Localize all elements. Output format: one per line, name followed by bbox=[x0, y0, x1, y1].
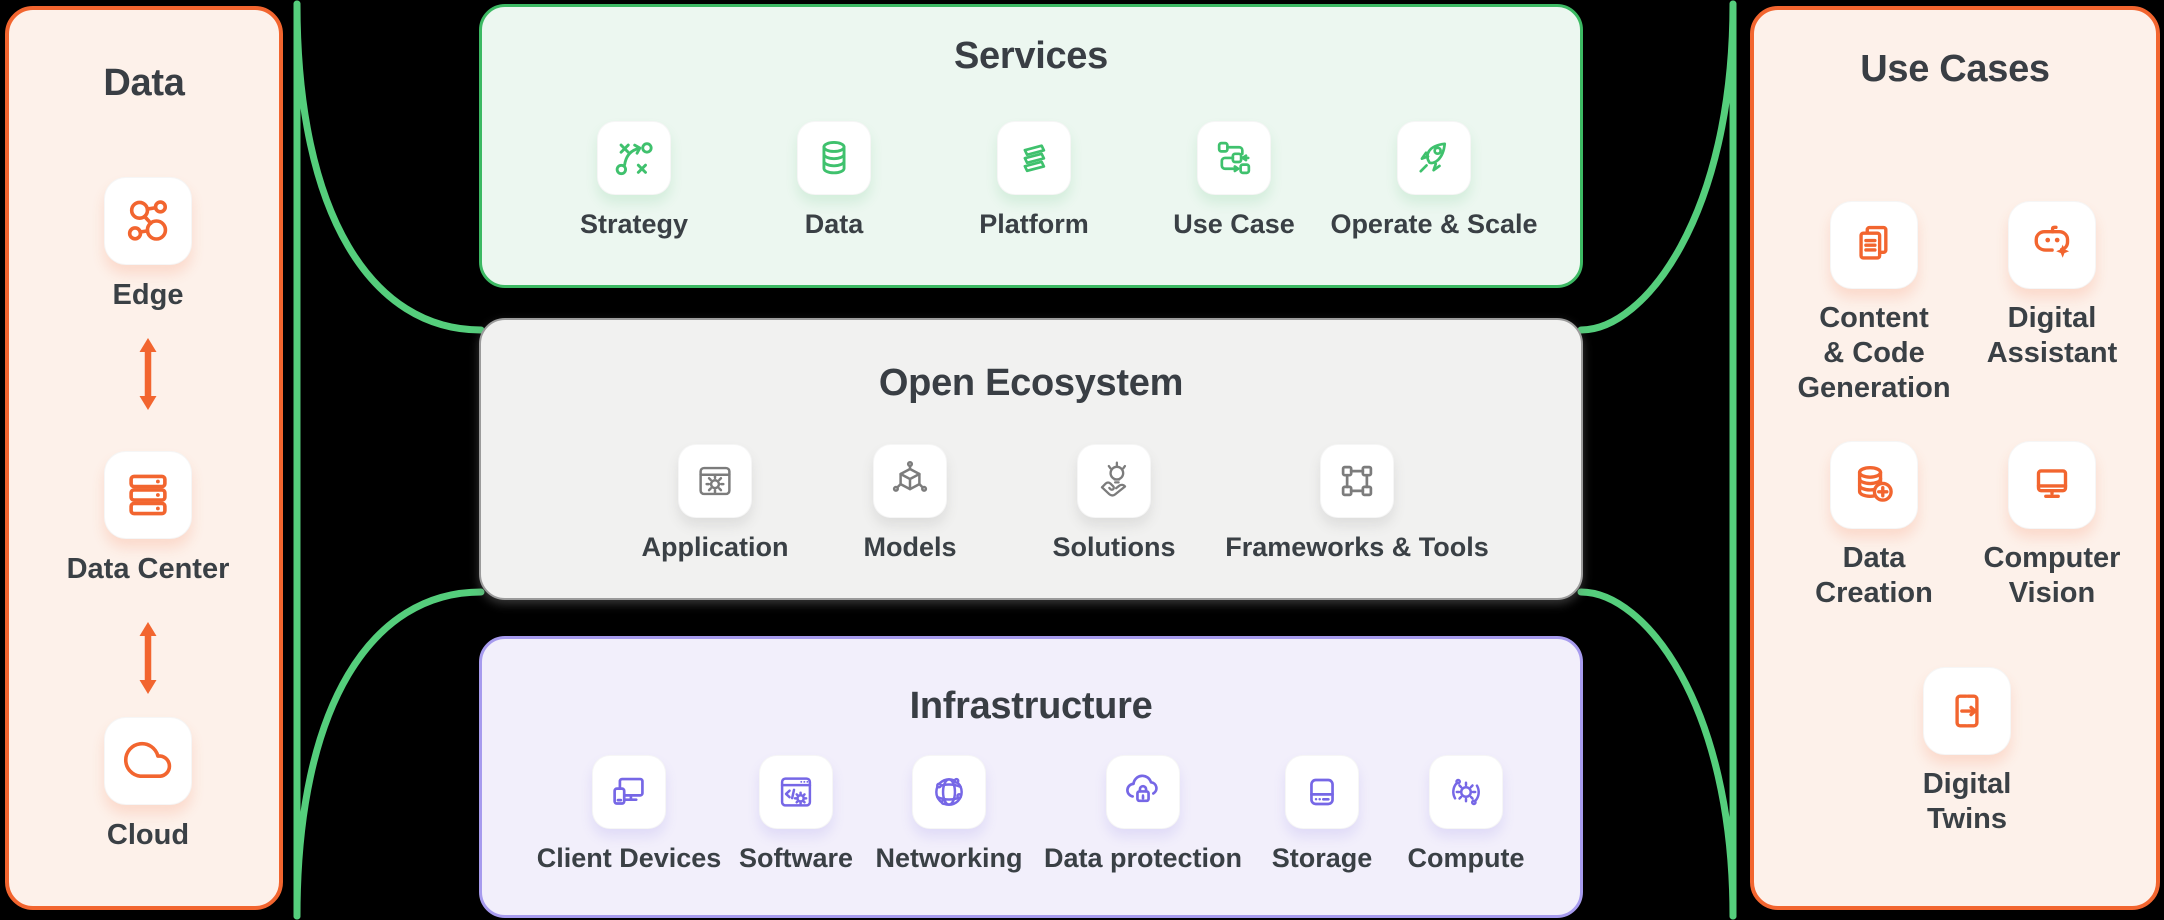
data-item-label: Cloud bbox=[106, 819, 190, 851]
left-top-curve bbox=[293, 0, 485, 334]
services-item-strategy: Strategy bbox=[524, 121, 744, 240]
infrastructure-item-client-devices: Client Devices bbox=[529, 755, 729, 874]
infrastructure-item-compute: Compute bbox=[1366, 755, 1566, 874]
cube-nodes-icon bbox=[873, 444, 947, 518]
data-item-edge: Edge bbox=[43, 177, 253, 312]
use-cases-panel-title: Use Cases bbox=[1860, 48, 2050, 90]
use-case-content-code-generation: Content & Code Generation bbox=[1786, 201, 1962, 406]
right-top-curve bbox=[1577, 0, 1737, 334]
use-case-label: Content & Code Generation bbox=[1797, 302, 1951, 404]
code-window-gear-icon bbox=[759, 755, 833, 829]
use-case-label: Digital Assistant bbox=[1986, 302, 2118, 369]
database-icon bbox=[797, 121, 871, 195]
ecosystem-item-label: Frameworks & Tools bbox=[1225, 532, 1489, 562]
data-item-data-center: Data Center bbox=[43, 451, 253, 586]
ecosystem-item-application: Application bbox=[595, 444, 835, 563]
up-down-arrow-icon bbox=[139, 338, 157, 410]
infrastructure-item-label: Networking bbox=[875, 843, 1023, 873]
services-panel-title: Services bbox=[954, 35, 1108, 77]
use-case-digital-twins: Digital Twins bbox=[1879, 667, 2055, 837]
ecosystem-item-label: Application bbox=[641, 532, 789, 562]
use-case-label: Computer Vision bbox=[1983, 542, 2121, 609]
layers-icon bbox=[997, 121, 1071, 195]
services-item-platform: Platform bbox=[924, 121, 1144, 240]
infrastructure-item-label: Client Devices bbox=[536, 843, 722, 873]
right-bottom-curve bbox=[1577, 588, 1737, 920]
services-item-label: Operate & Scale bbox=[1330, 209, 1538, 239]
up-down-arrow-icon bbox=[139, 622, 157, 694]
use-case-label: Data Creation bbox=[1815, 542, 1933, 609]
infrastructure-panel-title: Infrastructure bbox=[909, 685, 1153, 727]
database-plus-icon bbox=[1830, 441, 1918, 529]
data-item-cloud: Cloud bbox=[43, 717, 253, 852]
infrastructure-item-label: Compute bbox=[1407, 843, 1525, 873]
rocket-icon bbox=[1397, 121, 1471, 195]
left-bottom-curve bbox=[293, 588, 485, 920]
ecosystem-item-frameworks-tools: Frameworks & Tools bbox=[1187, 444, 1527, 563]
ecosystem-item-solutions: Solutions bbox=[994, 444, 1234, 563]
server-stack-icon bbox=[104, 451, 192, 539]
app-window-gear-icon bbox=[678, 444, 752, 518]
infrastructure-item-data-protection: Data protection bbox=[1043, 755, 1243, 874]
infrastructure-item-storage: Storage bbox=[1222, 755, 1422, 874]
infrastructure-item-label: Software bbox=[738, 843, 854, 873]
gear-orbit-icon bbox=[1429, 755, 1503, 829]
data-panel: Data Edge bbox=[5, 6, 283, 910]
edge-network-icon bbox=[104, 177, 192, 265]
services-item-label: Use Case bbox=[1173, 209, 1295, 239]
devices-icon bbox=[592, 755, 666, 829]
data-panel-title: Data bbox=[103, 62, 185, 104]
use-cases-panel: Use Cases Content & Code Generation bbox=[1750, 6, 2160, 910]
services-item-use-case: Use Case bbox=[1124, 121, 1344, 240]
frame-squares-icon bbox=[1320, 444, 1394, 518]
services-item-label: Platform bbox=[979, 209, 1089, 239]
cloud-lock-icon bbox=[1106, 755, 1180, 829]
services-item-label: Strategy bbox=[579, 209, 689, 239]
ecosystem-panel: Open Ecosystem Application bbox=[479, 318, 1583, 600]
monitor-icon bbox=[2008, 441, 2096, 529]
ecosystem-item-models: Models bbox=[790, 444, 1030, 563]
use-case-label: Digital Twins bbox=[1922, 768, 2012, 835]
services-item-data: Data bbox=[724, 121, 944, 240]
ecosystem-item-label: Models bbox=[863, 532, 957, 562]
documents-icon bbox=[1830, 201, 1918, 289]
cloud-icon bbox=[104, 717, 192, 805]
infrastructure-item-software: Software bbox=[696, 755, 896, 874]
infrastructure-item-networking: Networking bbox=[849, 755, 1049, 874]
storage-drive-icon bbox=[1285, 755, 1359, 829]
infrastructure-panel: Infrastructure Client Devices bbox=[479, 636, 1583, 918]
use-case-data-creation: Data Creation bbox=[1786, 441, 1962, 611]
ecosystem-panel-title: Open Ecosystem bbox=[878, 362, 1184, 404]
infrastructure-item-label: Storage bbox=[1271, 843, 1373, 873]
services-item-label: Data bbox=[804, 209, 864, 239]
use-case-computer-vision: Computer Vision bbox=[1964, 441, 2140, 611]
infrastructure-item-label: Data protection bbox=[1043, 843, 1243, 873]
data-item-label: Edge bbox=[112, 279, 184, 311]
twin-brackets-arrow-icon bbox=[1923, 667, 2011, 755]
hand-lightbulb-icon bbox=[1077, 444, 1151, 518]
use-case-digital-assistant: Digital Assistant bbox=[1964, 201, 2140, 371]
ecosystem-item-label: Solutions bbox=[1052, 532, 1176, 562]
data-item-label: Data Center bbox=[66, 553, 230, 585]
globe-network-icon bbox=[912, 755, 986, 829]
services-item-operate-scale: Operate & Scale bbox=[1324, 121, 1544, 240]
chatbot-sparkle-icon bbox=[2008, 201, 2096, 289]
workflow-icon bbox=[1197, 121, 1271, 195]
strategy-icon bbox=[597, 121, 671, 195]
services-panel: Services Strategy bbox=[479, 4, 1583, 288]
